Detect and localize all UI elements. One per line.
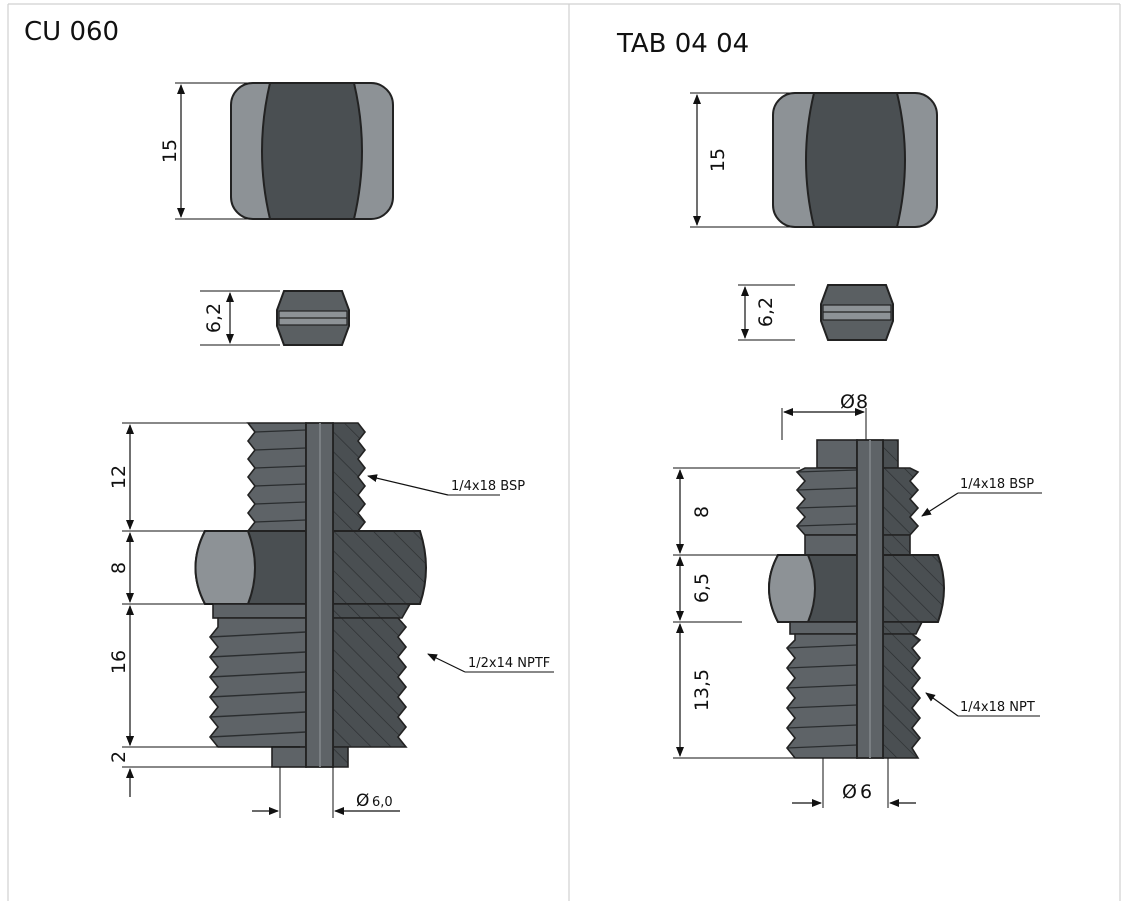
nut-drawing <box>230 82 394 220</box>
ferrule-height-label: 6,2 <box>755 297 777 327</box>
nut-height-label: 15 <box>707 148 729 172</box>
tip-length-label: 2 <box>108 751 130 763</box>
bore-diameter-label: 6 <box>860 781 872 803</box>
nut-height-label: 15 <box>159 139 181 163</box>
thread-top-length-label: 12 <box>108 465 130 489</box>
fitting-drawing <box>768 439 945 759</box>
nut-height-dimension: 15 <box>690 92 790 228</box>
thread-callouts: 1/4x18 BSP 1/4x18 NPT <box>921 477 1042 717</box>
ferrule-drawing <box>820 284 894 341</box>
fitting-height-dimensions: 12 8 16 2 <box>108 422 300 797</box>
nut-height-dimension: 15 <box>159 82 250 220</box>
bore-diameter-dimension: Ø 6 <box>792 758 916 808</box>
panel-cu-060: CU 060 15 6,2 <box>24 17 554 818</box>
bore-diameter-label: 6,0 <box>372 795 393 810</box>
callout-lower-thread: 1/4x18 NPT <box>960 700 1035 715</box>
callout-lower-thread: 1/2x14 NPTF <box>468 656 550 671</box>
bore-diameter-dimension: Ø 6,0 <box>252 767 400 818</box>
nut-drawing <box>772 92 938 228</box>
hex-height-label: 6,5 <box>691 573 713 603</box>
callout-upper-thread: 1/4x18 BSP <box>960 477 1034 492</box>
diameter-symbol: Ø <box>842 781 857 803</box>
thread-bottom-length-label: 13,5 <box>691 669 713 711</box>
fitting-drawing <box>194 422 427 768</box>
top-diameter-label: 8 <box>856 391 868 413</box>
diameter-symbol: Ø <box>356 791 369 811</box>
callout-upper-thread: 1/4x18 BSP <box>451 479 525 494</box>
sheet-frame <box>7 3 1121 901</box>
ferrule-height-label: 6,2 <box>203 303 225 333</box>
ferrule-height-dimension: 6,2 <box>738 284 795 341</box>
fitting-height-dimensions: 8 6,5 13,5 <box>673 467 800 759</box>
ferrule-drawing <box>276 290 350 346</box>
hex-height-label: 8 <box>108 562 130 574</box>
top-diameter-dimension: Ø 8 <box>781 391 868 440</box>
panel-tab-04-04: TAB 04 04 15 6,2 Ø <box>616 29 1042 808</box>
ferrule-height-dimension: 6,2 <box>200 290 280 346</box>
diameter-symbol: Ø <box>840 391 855 413</box>
thread-bottom-length-label: 16 <box>108 650 130 674</box>
thread-top-length-label: 8 <box>691 506 713 518</box>
thread-callouts: 1/4x18 BSP 1/2x14 NPTF <box>367 474 554 673</box>
panel-title: TAB 04 04 <box>616 29 749 59</box>
panel-title: CU 060 <box>24 17 119 47</box>
